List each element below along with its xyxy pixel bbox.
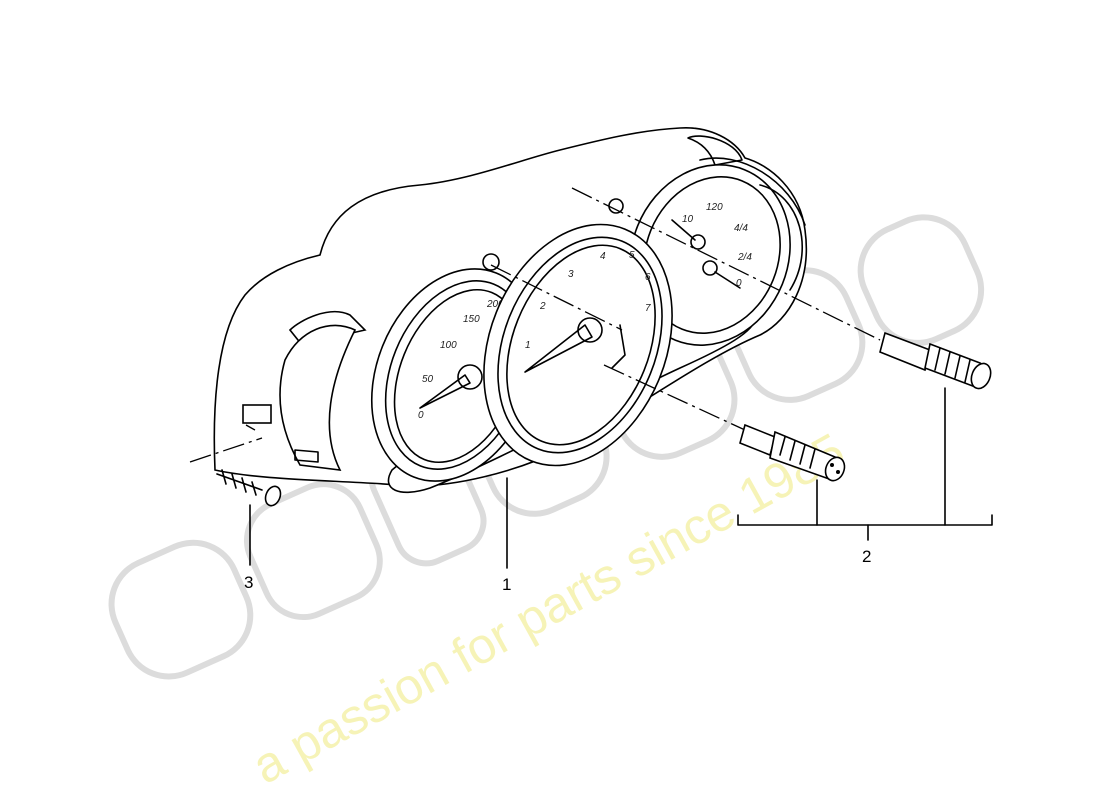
- svg-text:50: 50: [422, 374, 434, 385]
- svg-text:3: 3: [568, 269, 574, 280]
- svg-text:150: 150: [463, 314, 480, 325]
- svg-text:4/4: 4/4: [734, 223, 748, 234]
- svg-text:1: 1: [525, 340, 531, 351]
- mounting-tab: [242, 404, 272, 424]
- reset-knob-lower: [739, 423, 846, 482]
- callout-2: 2: [862, 547, 871, 566]
- svg-text:200: 200: [486, 299, 504, 310]
- svg-text:0: 0: [736, 278, 742, 289]
- svg-text:0: 0: [418, 410, 424, 421]
- svg-text:7: 7: [645, 303, 651, 314]
- svg-text:2: 2: [539, 301, 546, 312]
- alignment-lines: [189, 187, 881, 463]
- svg-text:4: 4: [600, 251, 606, 262]
- instrument-cluster: 10 120 4/4 2/4 0 0 50 100 150 200: [213, 127, 807, 494]
- screw: [216, 469, 282, 507]
- svg-text:5: 5: [629, 250, 635, 261]
- svg-text:2/4: 2/4: [737, 252, 752, 263]
- callout-3: 3: [244, 573, 253, 592]
- reset-knob-upper: [879, 331, 992, 390]
- svg-text:100: 100: [440, 340, 457, 351]
- callout-1: 1: [502, 575, 511, 594]
- svg-text:6: 6: [645, 272, 651, 283]
- svg-text:10: 10: [682, 214, 694, 225]
- svg-text:120: 120: [706, 202, 723, 213]
- leader-lines: [249, 387, 993, 569]
